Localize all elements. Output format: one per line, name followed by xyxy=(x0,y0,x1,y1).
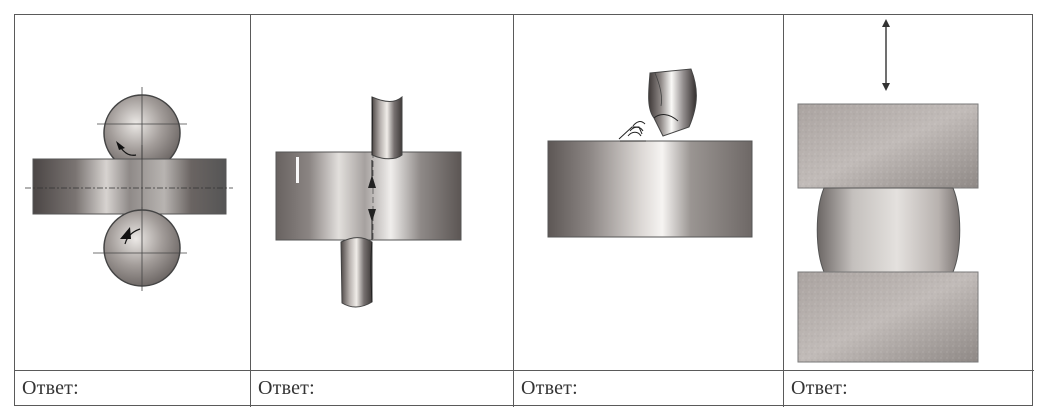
sheared-workpiece xyxy=(275,151,462,241)
lower-shear-blade xyxy=(340,209,376,308)
force-arrow xyxy=(882,19,890,91)
rolling-diagram-cell xyxy=(15,15,251,371)
forged-blank xyxy=(816,187,961,273)
answer-cell-forging: Ответ: xyxy=(784,371,1034,407)
process-identification-table: Ответ: Ответ: Ответ: Ответ: xyxy=(14,14,1034,407)
upper-roller xyxy=(97,87,187,175)
lower-roller xyxy=(93,207,187,291)
rolled-workpiece xyxy=(25,145,233,235)
answer-label: Ответ: xyxy=(22,377,79,399)
cutting-diagram xyxy=(547,68,753,238)
lower-forging-die xyxy=(797,271,979,363)
answer-cell-shearing: Ответ: xyxy=(251,371,514,407)
cutting-diagram-cell xyxy=(514,15,784,371)
forging-diagram xyxy=(797,19,979,363)
shearing-diagram xyxy=(275,95,462,308)
cutting-tool xyxy=(648,68,697,137)
forging-diagram-cell xyxy=(784,15,1034,371)
shearing-diagram-cell xyxy=(251,15,514,371)
upper-forging-die xyxy=(797,103,979,189)
rolling-diagram xyxy=(25,87,233,291)
answer-label: Ответ: xyxy=(521,377,578,399)
answer-label: Ответ: xyxy=(791,377,848,399)
upper-roller-rotation-arrow xyxy=(116,141,125,150)
cutting-workpiece xyxy=(547,121,753,238)
answer-cell-cutting: Ответ: xyxy=(514,371,784,407)
answer-label: Ответ: xyxy=(258,377,315,399)
lower-roller-rotation-arrow xyxy=(120,227,131,239)
upper-shear-blade xyxy=(368,95,403,188)
answer-cell-rolling: Ответ: xyxy=(15,371,251,407)
